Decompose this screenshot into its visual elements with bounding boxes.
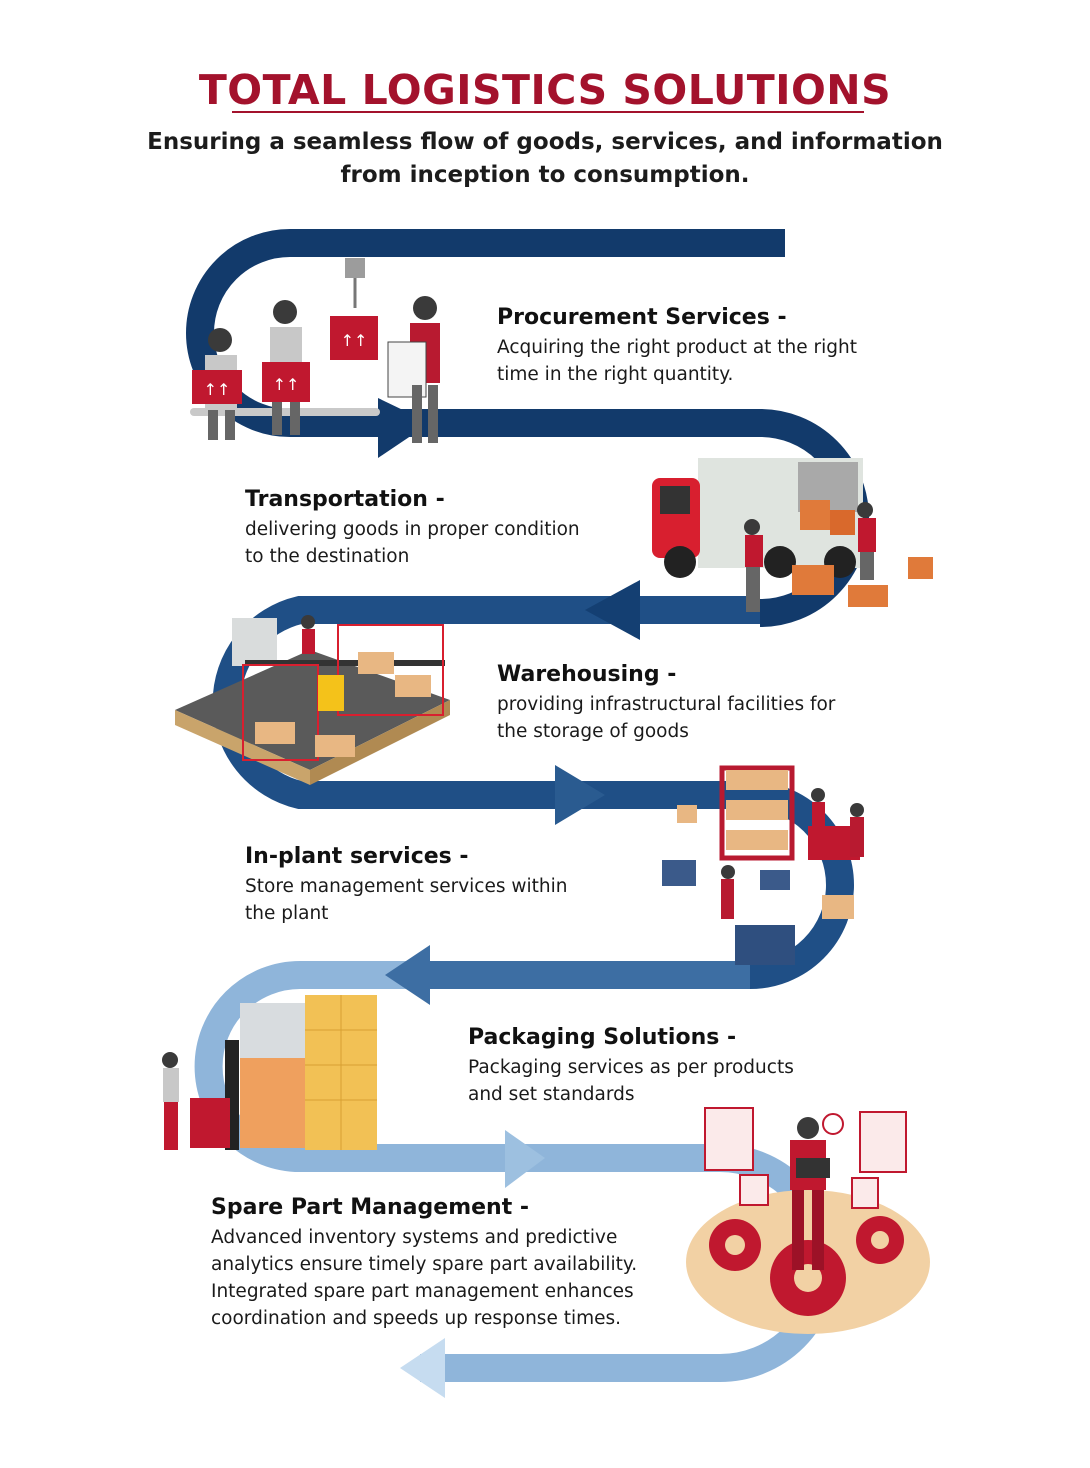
flow-arrow-6 — [400, 1338, 445, 1398]
step-inplant: In-plant services - Store management ser… — [245, 844, 645, 927]
step-title: Procurement Services - — [497, 305, 787, 330]
page-title: TOTAL LOGISTICS SOLUTIONS — [198, 66, 892, 114]
step-desc-line: time in the right quantity. — [497, 364, 734, 385]
flow-arrow-1 — [378, 398, 430, 458]
truck-icon — [652, 458, 933, 612]
step-packaging: Packaging Solutions - Packaging services… — [468, 1025, 888, 1108]
step-desc-line: Packaging services as per products — [468, 1057, 794, 1078]
step-spare-parts: Spare Part Management - Advanced invento… — [211, 1195, 691, 1332]
step-desc-line: to the destination — [245, 546, 410, 567]
step-title: In-plant services - — [245, 844, 469, 869]
svg-text:↑↑: ↑↑ — [341, 331, 368, 350]
step-desc-line: Integrated spare part management enhance… — [211, 1281, 634, 1302]
flow-arrow-5 — [505, 1130, 545, 1188]
step-description: Store management services within the pla… — [245, 873, 645, 927]
packaging-icon — [162, 995, 377, 1150]
step-title: Packaging Solutions - — [468, 1025, 737, 1050]
inplant-icon — [662, 765, 864, 965]
step-desc-line: the plant — [245, 903, 329, 924]
step-description: delivering goods in proper condition to … — [245, 516, 645, 570]
flow-arrow-4 — [385, 945, 430, 1005]
step-description: Advanced inventory systems and predictiv… — [211, 1224, 691, 1332]
step-procurement: Procurement Services - Acquiring the rig… — [497, 305, 917, 388]
step-title: Warehousing - — [497, 662, 677, 687]
page-subtitle: Ensuring a seamless flow of goods, servi… — [0, 126, 1090, 192]
step-title: Transportation - — [245, 487, 445, 512]
step-desc-line: delivering goods in proper condition — [245, 519, 580, 540]
flow-arrow-2 — [585, 580, 640, 640]
step-description: providing infrastructural facilities for… — [497, 691, 917, 745]
step-desc-line: the storage of goods — [497, 721, 689, 742]
step-desc-line: providing infrastructural facilities for — [497, 694, 836, 715]
step-desc-line: coordination and speeds up response time… — [211, 1308, 622, 1329]
step-desc-line: Store management services within — [245, 876, 568, 897]
spare-parts-icon — [686, 1107, 930, 1334]
svg-text:↑↑: ↑↑ — [204, 380, 231, 399]
flow-arrow-3 — [555, 765, 605, 825]
step-description: Packaging services as per products and s… — [468, 1054, 888, 1108]
title-underline — [232, 111, 864, 113]
warehouse-icon — [175, 615, 450, 785]
step-desc-line: analytics ensure timely spare part avail… — [211, 1254, 638, 1275]
procurement-icon: ↑↑ ↑↑ ↑↑ — [190, 258, 440, 443]
step-transportation: Transportation - delivering goods in pro… — [245, 487, 645, 570]
step-desc-line: Acquiring the right product at the right — [497, 337, 858, 358]
step-warehousing: Warehousing - providing infrastructural … — [497, 662, 917, 745]
step-title: Spare Part Management - — [211, 1195, 530, 1220]
step-desc-line: Advanced inventory systems and predictiv… — [211, 1227, 618, 1248]
step-description: Acquiring the right product at the right… — [497, 334, 917, 388]
svg-text:↑↑: ↑↑ — [273, 375, 300, 394]
step-desc-line: and set standards — [468, 1084, 635, 1105]
subtitle-line-1: Ensuring a seamless flow of goods, servi… — [147, 129, 943, 155]
subtitle-line-2: from inception to consumption. — [340, 162, 750, 188]
